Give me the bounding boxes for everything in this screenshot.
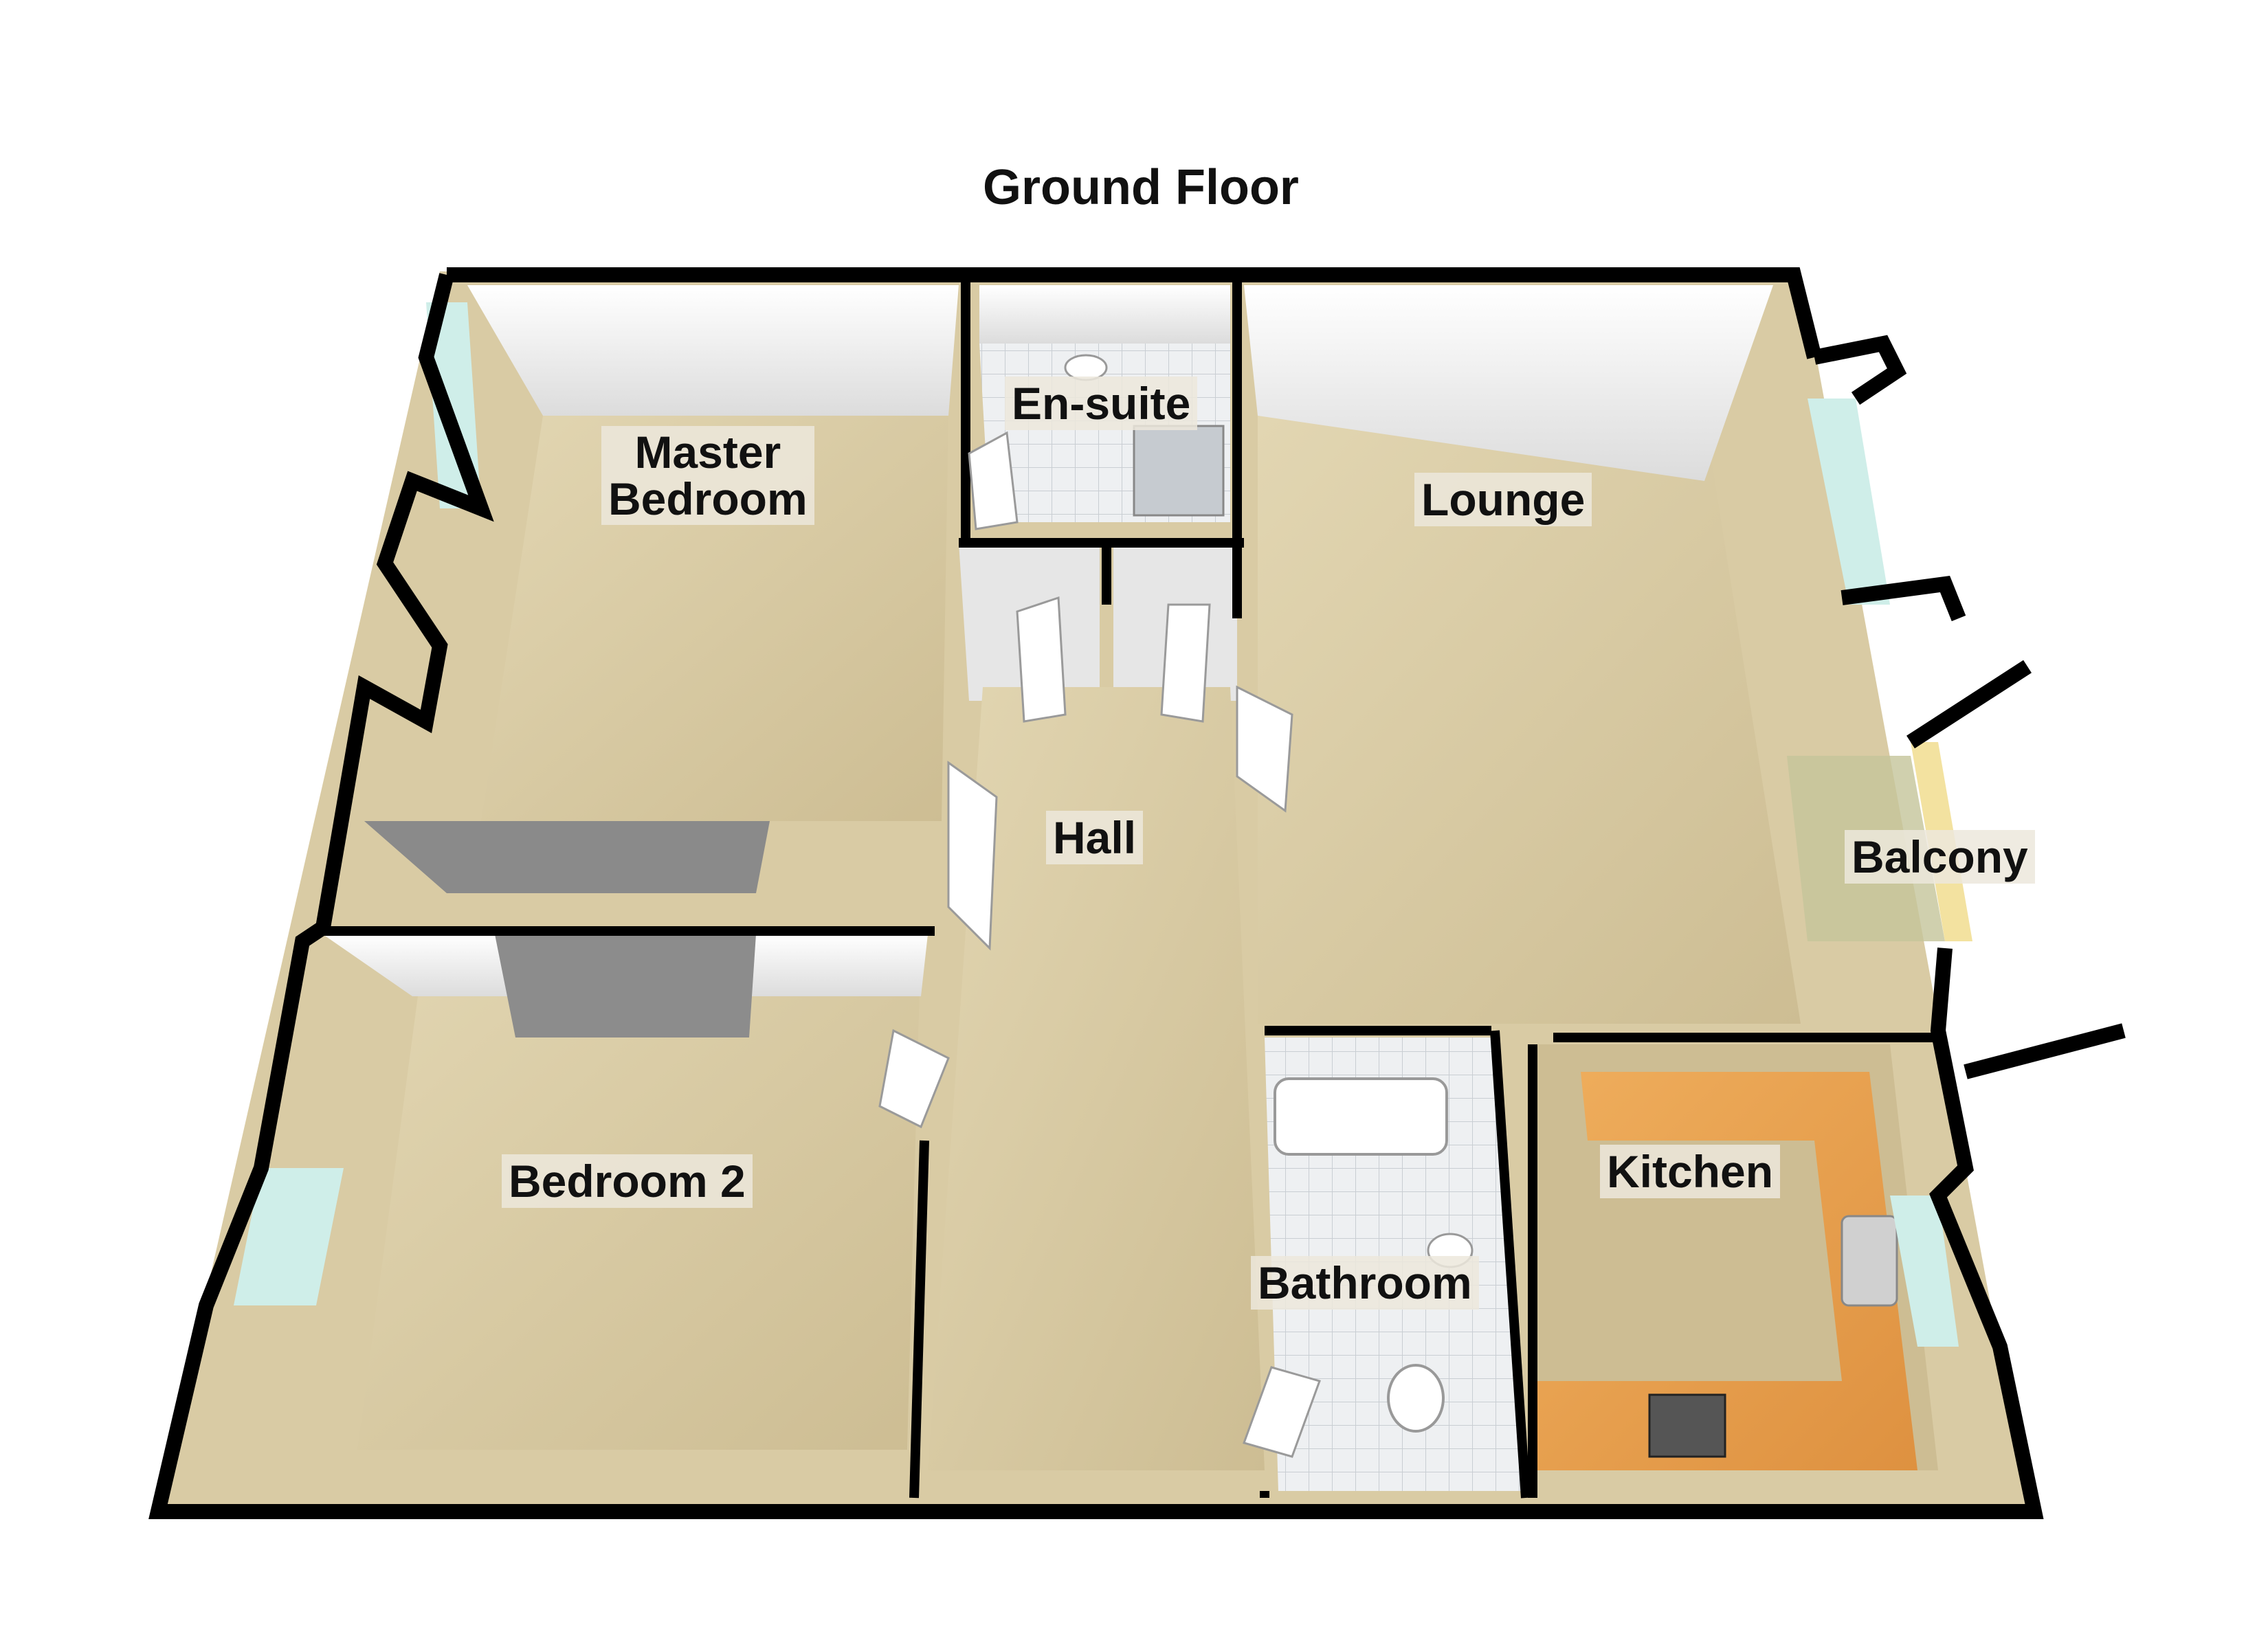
door-hall-right [1160,603,1211,723]
en-suite-wall [979,285,1230,344]
label-master-bedroom-line2: Bedroom [608,473,808,524]
label-bathroom: Bathroom [1251,1256,1479,1310]
label-master-bedroom-line1: Master [634,427,781,478]
wardrobe-master [364,821,770,893]
label-lounge: Lounge [1414,473,1592,526]
label-kitchen: Kitchen [1600,1145,1781,1198]
master-bedroom-wall [467,285,959,416]
toilet-icon [1387,1364,1445,1433]
door-en-suite [968,431,1019,530]
hall-floor [928,687,1265,1470]
kitchen-worktop [1533,1072,1917,1470]
window-bedroom-2 [234,1168,344,1305]
sink-icon [1841,1215,1898,1307]
window-kitchen [1890,1196,1959,1347]
master-bedroom-floor [481,416,948,821]
bath-icon [1274,1077,1448,1156]
interior-walls [323,271,1938,1499]
label-en-suite: En-suite [1005,377,1198,430]
label-hall: Hall [1046,811,1144,864]
door-lounge [1236,685,1293,813]
door-master-bedroom [947,761,998,951]
page-title: Ground Floor [983,160,1299,215]
lounge-floor [1258,416,1801,1024]
door-bathroom [1243,1366,1321,1458]
door-hall-left [1016,596,1067,723]
label-balcony: Balcony [1845,830,2035,884]
hob-icon [1648,1393,1726,1458]
outer-walls [148,267,2126,1519]
doors [878,431,1321,1458]
lounge-wall [1244,285,1773,481]
door-bedroom-2 [878,1029,950,1129]
label-master-bedroom: Master Bedroom [601,426,814,525]
window-lounge-right [1808,399,1890,605]
en-suite-shower-icon [1133,425,1225,517]
wardrobe-bedroom-2 [495,934,756,1037]
label-bedroom-2: Bedroom 2 [502,1154,753,1208]
